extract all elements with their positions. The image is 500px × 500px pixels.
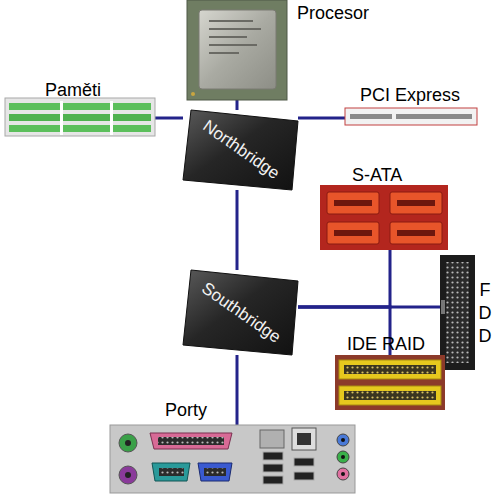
bus-line xyxy=(298,117,345,120)
chip-label: Northbridge xyxy=(198,116,282,183)
ide-connectors xyxy=(335,355,445,410)
part-label: S-ATA xyxy=(352,165,402,186)
part-label: IDE RAID xyxy=(347,334,425,355)
memory-node: Paměti xyxy=(5,98,155,136)
sata-connectors xyxy=(320,185,448,250)
southbridge-chip xyxy=(183,270,298,355)
part-label: Procesor xyxy=(297,3,369,24)
fdd-node: F D D xyxy=(440,255,475,370)
rear-io-panel xyxy=(110,425,355,493)
bus-line xyxy=(236,100,239,110)
bus-line xyxy=(155,117,183,120)
part-label: PCI Express xyxy=(360,85,460,106)
sata-node: S-ATA xyxy=(320,185,448,250)
bus-line xyxy=(298,250,390,307)
northbridge-chip xyxy=(183,110,298,190)
part-label: Paměti xyxy=(45,80,101,101)
ports-node: Porty xyxy=(110,425,355,493)
part-label: F D D xyxy=(477,279,493,348)
southbridge-node: Southbridge xyxy=(183,270,298,355)
pci-express-node: PCI Express xyxy=(345,108,477,125)
pci-express-slot xyxy=(345,108,477,125)
cpu-node: Procesor xyxy=(187,0,287,100)
northbridge-node: Northbridge xyxy=(183,110,298,190)
ram-module xyxy=(5,98,155,136)
bus-line xyxy=(236,190,239,270)
part-label: Porty xyxy=(165,400,207,421)
cpu-chip xyxy=(187,0,287,100)
chip-label: Southbridge xyxy=(197,278,284,347)
ide-raid-node: IDE RAID xyxy=(335,355,445,410)
bus-line xyxy=(236,355,239,425)
fdd-connector xyxy=(440,255,475,370)
